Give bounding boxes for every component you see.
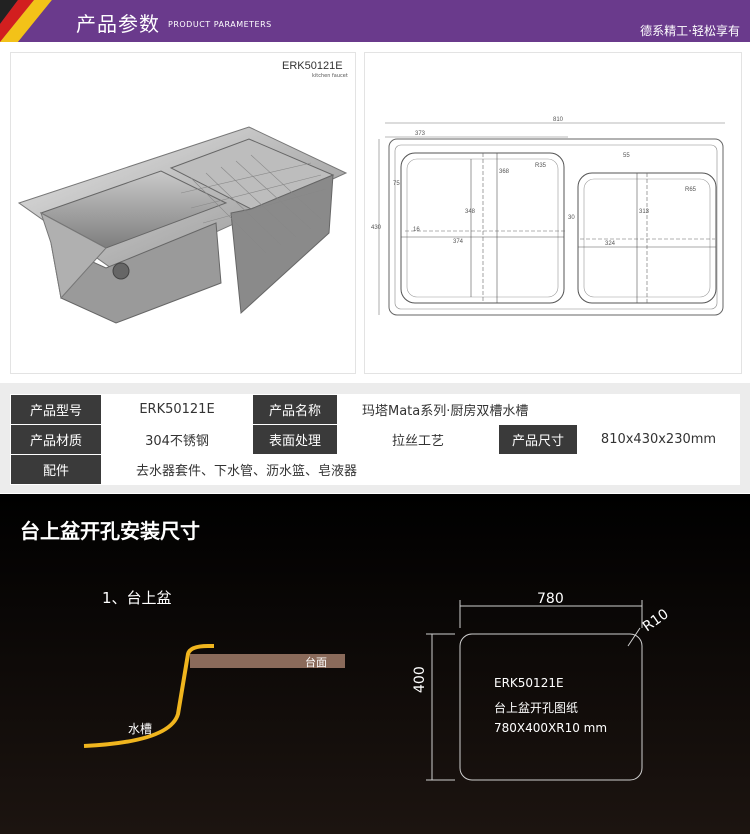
size-label: 产品尺寸 — [498, 424, 578, 455]
dim-overall-width: 810 — [553, 117, 564, 123]
size-value: 810x430x230mm — [577, 424, 740, 455]
dim-right-inner-height: 313 — [639, 209, 650, 215]
header-title: 产品参数 — [76, 12, 160, 36]
surface-label: 表面处理 — [252, 424, 338, 455]
accessory-value: 去水器套件、下水管、沥水篮、皂液器 — [101, 454, 740, 485]
cutout-size: 780X400XR10 mm — [494, 721, 608, 735]
dim-top-gap: 55 — [623, 153, 630, 159]
table-row: 产品型号 ERK50121E 产品名称 玛塔Mata系列·厨房双槽水槽 — [10, 394, 740, 425]
photo-model-subcaption: kitchen faucet — [312, 73, 348, 79]
sink-top-view-drawing: 810 373 430 368 348 374 324 313 R35 — [371, 117, 725, 316]
table-row: 配件 去水器套件、下水管、沥水篮、皂液器 — [10, 454, 740, 485]
sink-edge-shape — [83, 644, 214, 748]
name-value: 玛塔Mata系列·厨房双槽水槽 — [337, 394, 740, 425]
material-value: 304不锈钢 — [101, 424, 253, 455]
surface-value: 拉丝工艺 — [337, 424, 499, 455]
cutout-height: 400 — [412, 666, 428, 693]
cutout-description: 台上盆开孔图纸 — [494, 701, 579, 715]
install-section — [0, 494, 750, 834]
dim-left-inner-height: 368 — [499, 169, 510, 175]
cutout-width: 780 — [537, 591, 564, 607]
install-title: 台上盆开孔安装尺寸 — [20, 519, 200, 543]
header-subtitle: PRODUCT PARAMETERS — [168, 20, 272, 29]
material-label: 产品材质 — [10, 424, 102, 455]
dim-right-inner-width: 324 — [605, 241, 616, 247]
dim-left-inner-depth: 348 — [465, 209, 476, 215]
product-photo-panel — [10, 52, 356, 374]
accessory-label: 配件 — [10, 454, 102, 485]
dim-left-offset: 373 — [415, 131, 426, 137]
dim-edge-b: 75 — [393, 181, 400, 187]
model-label: 产品型号 — [10, 394, 102, 425]
cutout-outline — [459, 633, 643, 781]
header-bar — [0, 0, 750, 42]
dim-edge-a: 16 — [413, 227, 420, 233]
cutout-model: ERK50121E — [494, 676, 564, 690]
dim-divider: 30 — [568, 215, 575, 221]
flag-stripe-icon — [0, 0, 60, 42]
dim-height: 430 — [371, 225, 382, 231]
step-label: 1、台上盆 — [102, 589, 172, 607]
dim-left-inner-width: 374 — [453, 239, 464, 245]
table-row: 产品材质 304不锈钢 表面处理 拉丝工艺 产品尺寸 810x430x230mm — [10, 424, 740, 455]
countertop-label: 台面 — [305, 656, 327, 669]
name-label: 产品名称 — [252, 394, 338, 425]
model-value: ERK50121E — [101, 394, 253, 425]
header-slogan: 德系精工·轻松享有 — [640, 24, 740, 38]
dim-corner-right: R65 — [685, 187, 697, 193]
technical-drawing-panel: 810 373 430 368 348 374 324 313 R35 — [364, 52, 742, 374]
dim-corner-left: R35 — [535, 163, 547, 169]
sink-label: 水槽 — [128, 722, 153, 736]
parameter-table: 产品型号 ERK50121E 产品名称 玛塔Mata系列·厨房双槽水槽 产品材质… — [10, 394, 740, 485]
photo-model-caption: ERK50121E — [282, 60, 343, 72]
install-diagrams — [83, 600, 643, 781]
sink-photo — [17, 126, 348, 324]
countertop-shape — [190, 654, 345, 668]
